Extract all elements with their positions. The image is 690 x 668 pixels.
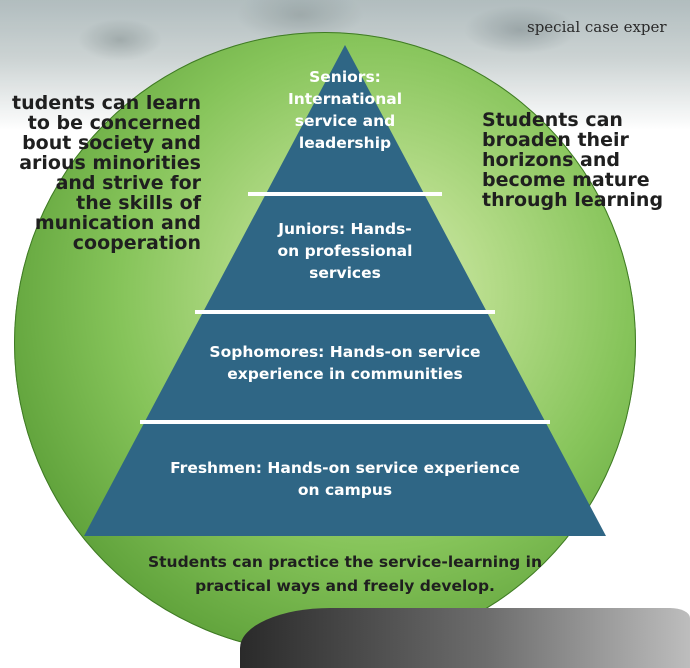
tier-seniors: Seniors: International service and leade… [266, 66, 424, 154]
tier-line: experience in communities [227, 365, 463, 383]
annotation-line: tudents can learn [12, 92, 201, 114]
annotation-line: through learning [482, 189, 664, 211]
annotation-line: horizons and [482, 149, 620, 171]
tier-line: service and [294, 112, 396, 130]
annotation-line: and strive for [55, 172, 201, 194]
tier-freshmen: Freshmen: Hands-on service experience on… [110, 457, 580, 501]
tier-sophomores: Sophomores: Hands-on service experience … [160, 341, 530, 385]
tier-line: Sophomores: Hands-on service [209, 343, 481, 361]
tier-line: Seniors: [309, 68, 381, 86]
right-annotation: Students can broaden their horizons and … [482, 110, 663, 210]
annotation-line: munication and [34, 212, 201, 234]
annotation-line: cooperation [72, 232, 201, 254]
top-caption: special case exper [527, 18, 667, 36]
tier-line: Juniors: Hands- [278, 220, 412, 238]
annotation-line: Students can [482, 109, 623, 131]
tier-line: services [309, 264, 381, 282]
annotation-line: become mature [482, 169, 650, 191]
annotation-line: Students can practice the service-learni… [147, 553, 542, 571]
annotation-line: the skills of [76, 192, 201, 214]
annotation-line: practical ways and freely develop. [195, 577, 495, 595]
tier-line: on campus [297, 481, 393, 499]
annotation-line: arious minorities [19, 152, 201, 174]
left-annotation: tudents can learn to be concerned bout s… [12, 93, 201, 253]
tier-line: Freshmen: Hands-on service experience [170, 459, 520, 477]
annotation-line: broaden their [482, 129, 629, 151]
tier-line: on professional [277, 242, 413, 260]
pyramid-shape [84, 45, 606, 536]
annotation-line: bout society and [22, 132, 201, 154]
tier-juniors: Juniors: Hands- on professional services [256, 218, 434, 284]
bottom-annotation: Students can practice the service-learni… [100, 550, 590, 598]
tier-line: leadership [298, 134, 392, 152]
annotation-line: to be concerned [27, 112, 201, 134]
decorative-shadow [240, 608, 690, 668]
tier-line: International [287, 90, 403, 108]
